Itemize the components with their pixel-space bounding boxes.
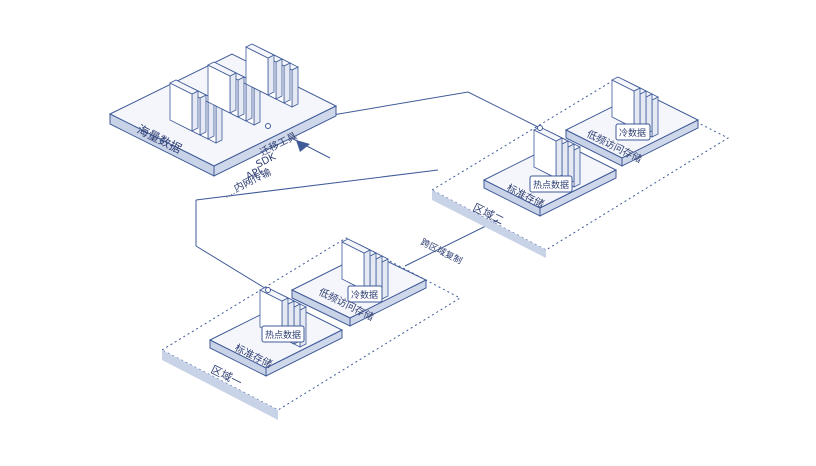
region-1-connector-dot bbox=[265, 287, 271, 293]
replication-line-left bbox=[195, 245, 269, 291]
region-1-hot-tag-box bbox=[261, 325, 305, 343]
region-1: 区域一 热点数据 标准存储 冷数据 低频访问存储 bbox=[160, 237, 462, 420]
replication-line-diagonal bbox=[195, 169, 439, 201]
region-1-standard-side bbox=[265, 329, 343, 377]
region-2-cold-side bbox=[621, 119, 699, 167]
region-2-outline bbox=[430, 79, 730, 251]
transfer-arrow-icon bbox=[296, 140, 310, 152]
cross-region-link-line bbox=[404, 219, 499, 267]
region-2-cold-tag: 冷数据 bbox=[619, 127, 646, 139]
region-2-hot-tag-box bbox=[529, 175, 573, 193]
region-1-label-strip bbox=[162, 350, 278, 420]
region-1-hot-tag: 热点数据 bbox=[265, 329, 301, 341]
region-2-standard-side bbox=[539, 169, 617, 217]
region-2-cold-tag-box bbox=[615, 123, 651, 141]
region-1-cold-side bbox=[349, 279, 427, 327]
source-connector-dot bbox=[265, 123, 271, 129]
source-plate-side bbox=[213, 105, 337, 177]
region-1-cold-tag-box bbox=[347, 285, 383, 303]
region-1-cold-tag: 冷数据 bbox=[351, 289, 378, 301]
region-2-hot-tag: 热点数据 bbox=[533, 179, 569, 191]
source-block: 海量数据 bbox=[108, 43, 338, 177]
region-2-connector-dot bbox=[537, 125, 543, 131]
region-2-label-strip bbox=[432, 190, 546, 258]
